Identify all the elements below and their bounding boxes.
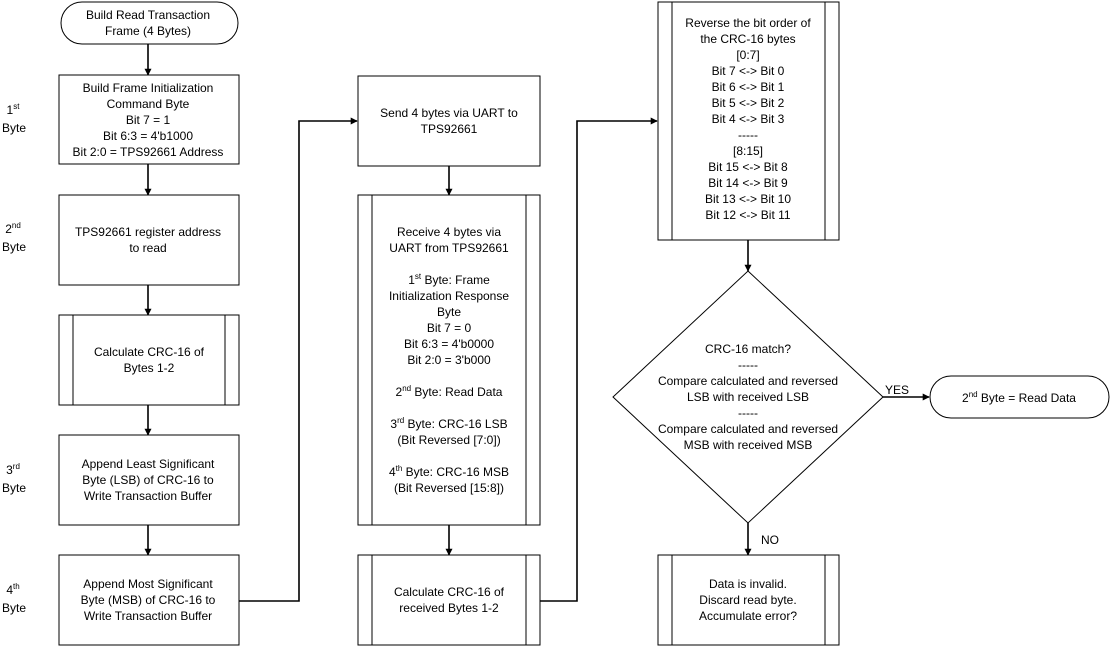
svg-text:TPS92661 register address: TPS92661 register address — [75, 225, 221, 239]
connectors — [144, 44, 930, 602]
svg-text:1st: 1st — [7, 102, 21, 117]
svg-text:LSB with received LSB: LSB with received LSB — [687, 390, 809, 404]
svg-text:TPS92661: TPS92661 — [421, 122, 478, 136]
node-calc-recv: Calculate CRC-16 of received Bytes 1-2 — [357, 554, 541, 646]
svg-text:Append Most Significant: Append Most Significant — [83, 577, 213, 591]
edge-label-no: NO — [761, 533, 779, 547]
byte-label-1: 1st Byte — [2, 102, 26, 135]
arrow-append-msb-to-send — [239, 117, 358, 602]
svg-text:(Bit Reversed [15:8]): (Bit Reversed [15:8]) — [394, 481, 504, 495]
svg-text:Write Transaction Buffer: Write Transaction Buffer — [84, 609, 212, 623]
svg-text:Append Least Significant: Append Least Significant — [82, 457, 215, 471]
svg-text:Byte: Byte — [437, 305, 461, 319]
node-start: Build Read Transaction Frame (4 Bytes) — [60, 1, 239, 45]
svg-text:Receive 4 bytes via: Receive 4 bytes via — [397, 225, 501, 239]
svg-text:Build Frame Initialization: Build Frame Initialization — [83, 81, 214, 95]
node-reverse: Reverse the bit order of the CRC-16 byte… — [657, 1, 840, 241]
svg-text:Initialization Response: Initialization Response — [389, 289, 509, 303]
node-read-data: 2nd Byte = Read Data — [929, 375, 1110, 419]
svg-text:Compare calculated and reverse: Compare calculated and reversed — [658, 422, 838, 436]
svg-text:Byte: Byte — [2, 240, 26, 254]
svg-text:Accumulate error?: Accumulate error? — [699, 609, 797, 623]
node-append-lsb: Append Least Significant Byte (LSB) of C… — [58, 434, 240, 526]
svg-text:received Bytes 1-2: received Bytes 1-2 — [399, 601, 499, 615]
byte-label-4: 4th Byte — [2, 582, 26, 615]
svg-text:[0:7]: [0:7] — [736, 48, 759, 62]
svg-text:Byte: Byte — [2, 601, 26, 615]
svg-text:Byte (LSB) of CRC-16 to: Byte (LSB) of CRC-16 to — [82, 473, 214, 487]
node-receive: Receive 4 bytes via UART from TPS92661 1… — [357, 194, 541, 526]
node-reg-addr: TPS92661 register address to read — [58, 194, 240, 286]
arrow-calc-recv-to-reverse — [540, 117, 658, 602]
svg-text:2nd Byte: Read Data: 2nd Byte: Read Data — [396, 384, 503, 399]
svg-text:Bit 14 <-> Bit 9: Bit 14 <-> Bit 9 — [708, 176, 788, 190]
svg-text:4th: 4th — [6, 582, 19, 597]
svg-text:(Bit Reversed [7:0]): (Bit Reversed [7:0]) — [397, 433, 500, 447]
svg-text:Reverse the bit order of: Reverse the bit order of — [685, 16, 811, 30]
svg-text:to read: to read — [129, 241, 166, 255]
svg-text:-----: ----- — [738, 128, 758, 142]
svg-text:Bit 6:3 = 4'b0000: Bit 6:3 = 4'b0000 — [404, 337, 494, 351]
svg-text:Bit 2:0 = 3'b000: Bit 2:0 = 3'b000 — [407, 353, 491, 367]
svg-text:Bit 7 = 1: Bit 7 = 1 — [126, 113, 171, 127]
svg-text:Compare calculated and reverse: Compare calculated and reversed — [658, 374, 838, 388]
svg-text:MSB with received MSB: MSB with received MSB — [684, 438, 813, 452]
svg-text:Bit 12 <-> Bit 11: Bit 12 <-> Bit 11 — [705, 208, 790, 222]
svg-text:1st Byte: Frame: 1st Byte: Frame — [408, 272, 490, 287]
svg-text:Bit 4 <-> Bit 3: Bit 4 <-> Bit 3 — [712, 112, 785, 126]
svg-text:Bit 5 <-> Bit 2: Bit 5 <-> Bit 2 — [712, 96, 785, 110]
svg-text:Bytes 1-2: Bytes 1-2 — [124, 361, 175, 375]
edge-label-yes: YES — [885, 383, 909, 397]
svg-text:UART from TPS92661: UART from TPS92661 — [389, 241, 509, 255]
svg-text:Calculate CRC-16 of: Calculate CRC-16 of — [94, 345, 205, 359]
svg-text:3rd Byte: CRC-16 LSB: 3rd Byte: CRC-16 LSB — [390, 416, 507, 431]
svg-text:Bit 2:0 = TPS92661 Address: Bit 2:0 = TPS92661 Address — [73, 145, 224, 159]
svg-text:2nd Byte = Read Data: 2nd Byte = Read Data — [962, 390, 1076, 405]
svg-text:2nd: 2nd — [5, 221, 21, 236]
svg-text:Write Transaction Buffer: Write Transaction Buffer — [84, 489, 212, 503]
svg-text:-----: ----- — [738, 406, 758, 420]
svg-text:Frame (4 Bytes): Frame (4 Bytes) — [105, 24, 191, 38]
svg-text:Byte: Byte — [2, 121, 26, 135]
svg-text:Calculate CRC-16 of: Calculate CRC-16 of — [394, 585, 505, 599]
node-calc-crc: Calculate CRC-16 of Bytes 1-2 — [58, 314, 240, 406]
node-invalid: Data is invalid. Discard read byte. Accu… — [657, 554, 840, 646]
svg-text:Bit 6:3 = 4'b1000: Bit 6:3 = 4'b1000 — [103, 129, 193, 143]
svg-text:the CRC-16 bytes: the CRC-16 bytes — [700, 32, 795, 46]
svg-text:Send 4 bytes via UART to: Send 4 bytes via UART to — [380, 106, 518, 120]
svg-text:CRC-16 match?: CRC-16 match? — [705, 342, 791, 356]
node-decision: CRC-16 match? ----- Compare calculated a… — [612, 270, 884, 524]
svg-text:Bit 6 <-> Bit 1: Bit 6 <-> Bit 1 — [712, 80, 785, 94]
svg-text:Build Read Transaction: Build Read Transaction — [86, 8, 210, 22]
node-append-msb: Append Most Significant Byte (MSB) of CR… — [58, 554, 240, 646]
svg-text:Bit 13 <-> Bit 10: Bit 13 <-> Bit 10 — [705, 192, 791, 206]
svg-text:Discard read byte.: Discard read byte. — [699, 593, 796, 607]
svg-text:Byte: Byte — [2, 481, 26, 495]
svg-text:Bit 7 <-> Bit 0: Bit 7 <-> Bit 0 — [712, 64, 785, 78]
svg-text:Bit 15 <-> Bit 8: Bit 15 <-> Bit 8 — [708, 160, 788, 174]
node-frame-init: Build Frame Initialization Command Byte … — [58, 74, 240, 165]
svg-text:Bit 7 = 0: Bit 7 = 0 — [427, 321, 472, 335]
svg-text:4th Byte: CRC-16 MSB: 4th Byte: CRC-16 MSB — [389, 464, 509, 479]
svg-text:Byte (MSB) of CRC-16 to: Byte (MSB) of CRC-16 to — [81, 593, 216, 607]
node-send: Send 4 bytes via UART to TPS92661 — [357, 75, 541, 167]
svg-text:[8:15]: [8:15] — [733, 144, 763, 158]
svg-text:Command Byte: Command Byte — [107, 97, 190, 111]
svg-text:-----: ----- — [738, 358, 758, 372]
svg-text:3rd: 3rd — [6, 462, 20, 477]
byte-label-3: 3rd Byte — [2, 462, 26, 495]
svg-text:Data is invalid.: Data is invalid. — [709, 577, 787, 591]
byte-label-2: 2nd Byte — [2, 221, 26, 254]
